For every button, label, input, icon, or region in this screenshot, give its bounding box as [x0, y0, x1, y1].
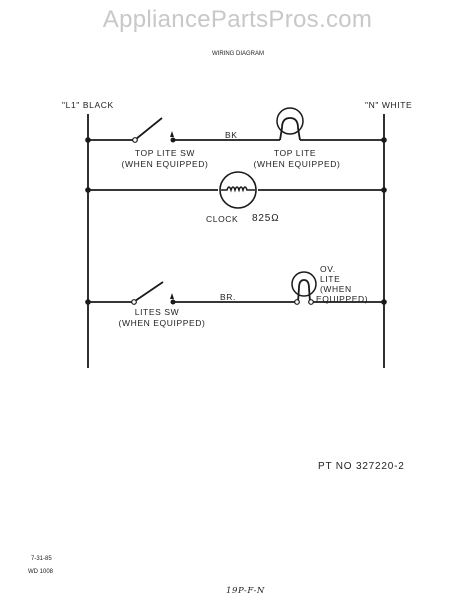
lites-switch-contact-a — [131, 299, 137, 305]
junction-l1-rung1 — [85, 137, 91, 143]
watermark: AppliancePartsPros.com — [102, 6, 373, 33]
lites-switch-note: (WHEN EQUIPPED) — [118, 318, 206, 328]
oven-lite-bulb — [291, 271, 317, 297]
oven-lite-label-2: LITE — [320, 274, 341, 284]
junction-n-rung1 — [381, 137, 387, 143]
clock-coil — [221, 186, 255, 193]
lites-switch-label: LITES SW — [134, 307, 180, 317]
wire-br-label: BR. — [220, 292, 236, 302]
lites-switch-contact-b — [170, 299, 176, 305]
junction-l1-rung3 — [85, 299, 91, 305]
oven-lite-label-3: (WHEN — [320, 284, 352, 294]
oven-lite-filament — [297, 279, 311, 303]
top-lite-switch-contact-a — [132, 137, 138, 143]
neutral-label: "N" WHITE — [365, 100, 413, 110]
top-lite-filament — [279, 117, 301, 141]
clock-motor — [219, 171, 257, 209]
top-lite-switch-contact-b — [170, 137, 176, 143]
footer-code: WD 1008 — [28, 569, 54, 575]
footer-date: 7-31-85 — [31, 556, 52, 562]
oven-lite-terminal-b — [308, 299, 314, 305]
junction-n-rung3 — [381, 299, 387, 305]
top-lite-switch-mark — [170, 131, 174, 137]
oven-lite-label-4: EQUIPPED) — [316, 294, 369, 304]
oven-lite-label-1: OV. — [320, 264, 336, 274]
top-lite-label: TOP LITE — [273, 148, 317, 158]
lites-switch-blade — [134, 281, 164, 302]
part-number: PT NO 327220-2 — [318, 461, 405, 472]
l1-label: "L1" BLACK — [62, 100, 114, 110]
top-lite-switch-blade — [135, 117, 163, 140]
top-lite-bulb — [276, 107, 304, 135]
footer-handwritten: 19P-F-N — [226, 586, 265, 596]
oven-lite-terminal-a — [294, 299, 300, 305]
lites-switch-mark — [170, 293, 174, 299]
junction-n-rung2 — [381, 187, 387, 193]
clock-resistance: 825Ω — [252, 213, 280, 224]
diagram-title: WIRING DIAGRAM — [212, 51, 264, 57]
junction-l1-rung2 — [85, 187, 91, 193]
top-lite-switch-note: (WHEN EQUIPPED) — [121, 159, 209, 169]
clock-label: CLOCK — [206, 214, 239, 224]
top-lite-switch-label: TOP LITE SW — [134, 148, 196, 158]
top-lite-note: (WHEN EQUIPPED) — [253, 159, 341, 169]
wire-bk-label: BK — [225, 130, 238, 140]
